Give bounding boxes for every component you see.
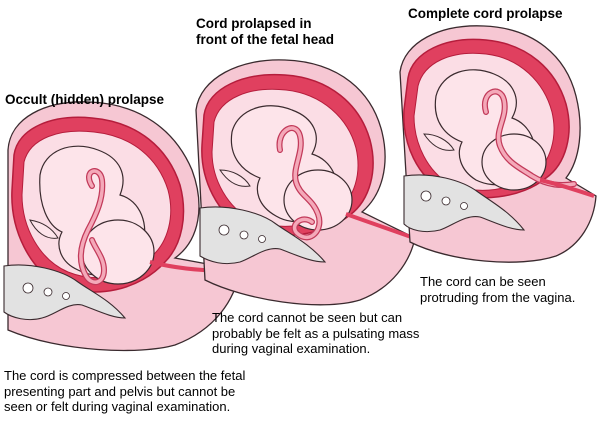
panel-3-title: Complete cord prolapse [408, 6, 563, 21]
panel-1-fetal-arm [29, 219, 59, 239]
panel-2-title: Cord prolapsed in front of the fetal hea… [196, 16, 334, 47]
panel-2-caption: The cord cannot be seen but can probably… [212, 310, 420, 356]
panel-3-vaginal-canal [539, 178, 595, 198]
panel-2-illustration [195, 59, 416, 306]
panel-1-fetal-head [81, 219, 155, 285]
panel-1-caption: The cord is compressed between the fetal… [4, 368, 246, 414]
panel-3-illustration [399, 25, 597, 263]
panel-2-fetal-arm [219, 169, 251, 187]
panel-3-caption: The cord can be seen protruding from the… [420, 274, 576, 305]
panel-1-pelvic-bone [3, 264, 127, 321]
panel-1-illustration [3, 101, 241, 352]
panel-3-fetal-arm [423, 133, 455, 151]
panel-1-title: Occult (hidden) prolapse [5, 92, 165, 107]
panel-2-vaginal-canal [345, 212, 415, 240]
